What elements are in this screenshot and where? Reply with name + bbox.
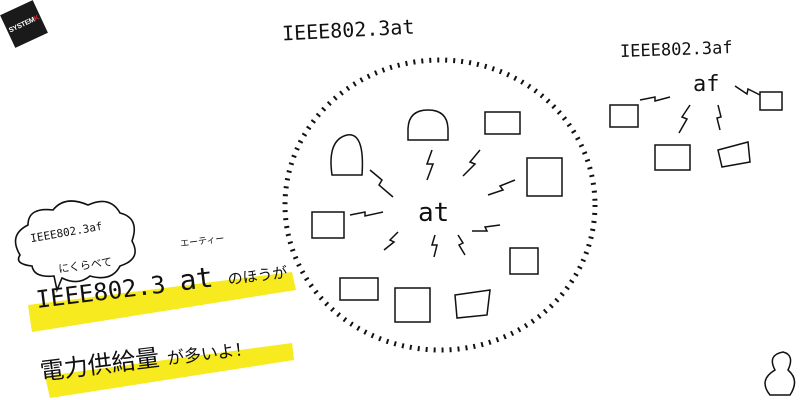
headline-suffix: のほうが <box>226 263 289 289</box>
speech-cloud <box>14 200 136 293</box>
af-box-icon <box>609 104 639 128</box>
camera-box-icon <box>509 247 539 275</box>
af-box-2-icon <box>759 91 783 111</box>
at-center-label: at <box>418 198 450 228</box>
switch-box-icon <box>311 211 345 239</box>
baby-camera-icon <box>330 134 364 176</box>
lightning-bolts <box>349 85 761 258</box>
ip-phone-icon <box>526 157 563 197</box>
at-power-circle <box>282 57 598 353</box>
highlight-bar-2 <box>45 343 294 398</box>
phone-icon <box>394 287 431 323</box>
headline-at: at <box>177 260 215 298</box>
mascot-figure <box>764 351 796 396</box>
sensor-box-icon <box>339 277 379 301</box>
af-access-point-icon <box>717 141 751 168</box>
af-center-label: af <box>693 72 720 97</box>
af-title: IEEE802.3af <box>619 38 733 62</box>
round-device-icon <box>407 109 449 141</box>
af-phone-icon <box>654 144 691 171</box>
access-point-2-icon <box>454 289 491 319</box>
highlight-bar-1 <box>28 272 296 332</box>
access-point-icon <box>484 111 521 135</box>
device-icons <box>311 91 796 396</box>
